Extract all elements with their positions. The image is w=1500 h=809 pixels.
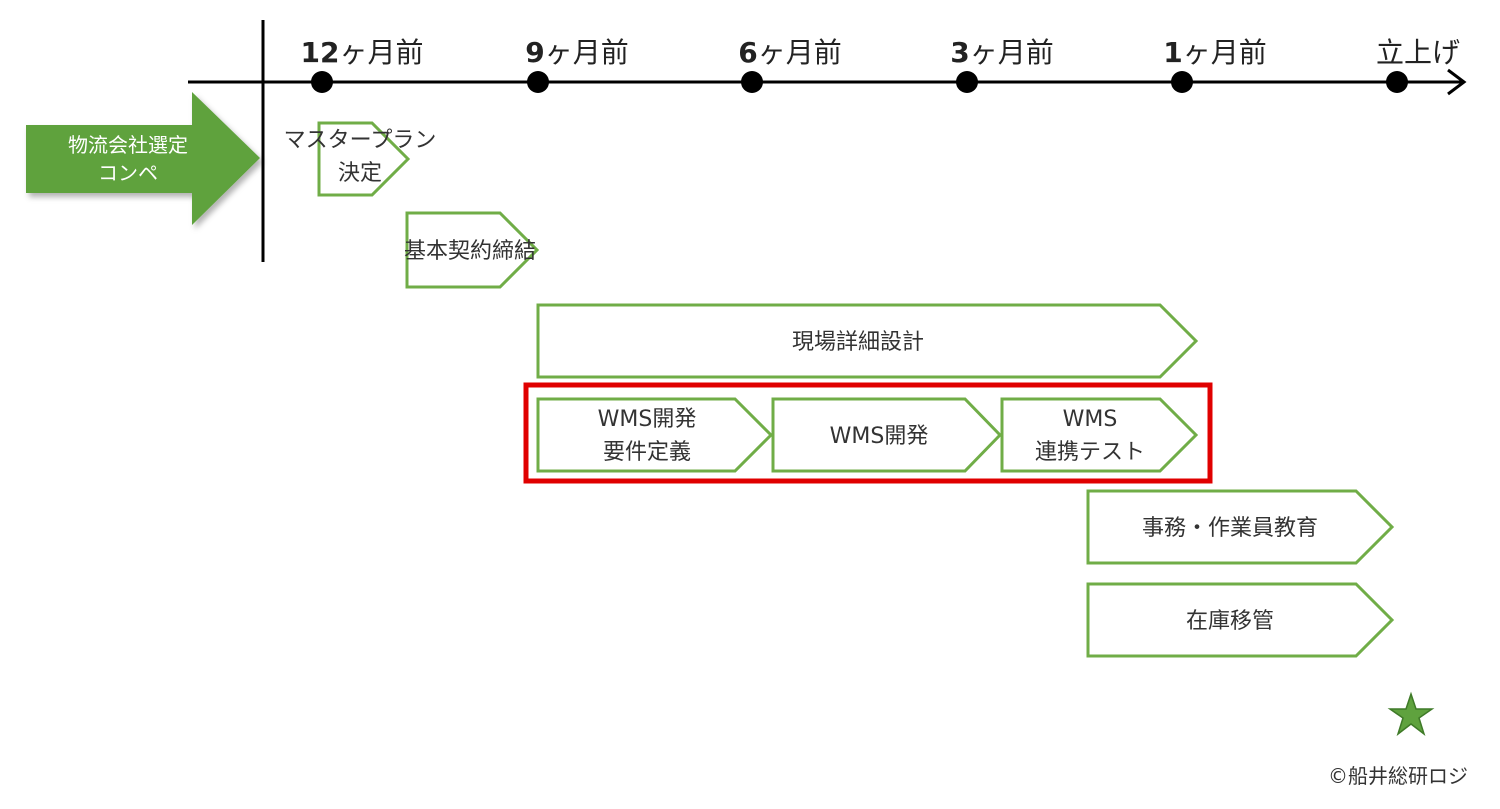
task-inventory-transfer bbox=[1086, 582, 1395, 658]
task-site-design bbox=[536, 303, 1199, 379]
milestone-dot bbox=[1386, 71, 1408, 93]
task-basic-contract bbox=[405, 211, 540, 289]
task-master-plan-line1: マスタープラン bbox=[284, 128, 437, 153]
task-wms-integration-test-line1: WMS bbox=[1063, 407, 1118, 432]
task-staff-training bbox=[1086, 489, 1395, 565]
milestone-label-launch: 立上げ bbox=[1376, 36, 1460, 69]
milestone-dot bbox=[956, 71, 978, 93]
milestone-label-9m: 9ヶ月前 bbox=[525, 36, 629, 69]
milestone-dot bbox=[741, 71, 763, 93]
milestone-label-12m: 12ヶ月前 bbox=[301, 36, 424, 69]
milestone-label-6m: 6ヶ月前 bbox=[738, 36, 842, 69]
task-wms-requirements-line2: 要件定義 bbox=[603, 440, 691, 465]
timeline-arrowhead-icon bbox=[1447, 68, 1467, 96]
task-wms-integration-test-line2: 連携テスト bbox=[1035, 440, 1145, 465]
task-wms-development bbox=[771, 397, 1003, 473]
task-wms-requirements bbox=[536, 397, 774, 473]
wms-highlight-box bbox=[523, 382, 1213, 484]
launch-star-icon bbox=[1387, 691, 1435, 737]
task-basic-contract-label: 基本契約締結 bbox=[404, 239, 536, 264]
task-site-design-label: 現場詳細設計 bbox=[792, 330, 924, 355]
milestone-dot bbox=[1171, 71, 1193, 93]
task-wms-requirements-line1: WMS開発 bbox=[598, 407, 697, 432]
task-master-plan bbox=[317, 121, 411, 197]
milestone-label-3m: 3ヶ月前 bbox=[950, 36, 1054, 69]
start-arrow bbox=[26, 92, 260, 225]
task-master-plan-line2: 決定 bbox=[338, 161, 382, 186]
start-arrow-line1: 物流会社選定 bbox=[68, 133, 188, 157]
task-wms-integration-test bbox=[1000, 397, 1199, 473]
milestone-label-1m: 1ヶ月前 bbox=[1163, 36, 1267, 69]
milestone-dot bbox=[527, 71, 549, 93]
task-wms-development-label: WMS開発 bbox=[830, 424, 929, 449]
task-staff-training-label: 事務・作業員教育 bbox=[1142, 516, 1318, 541]
task-inventory-transfer-label: 在庫移管 bbox=[1186, 609, 1274, 634]
copyright-credit: ©船井総研ロジ bbox=[1328, 764, 1468, 788]
milestone-dot bbox=[311, 71, 333, 93]
start-arrow-line2: コンペ bbox=[98, 161, 158, 185]
